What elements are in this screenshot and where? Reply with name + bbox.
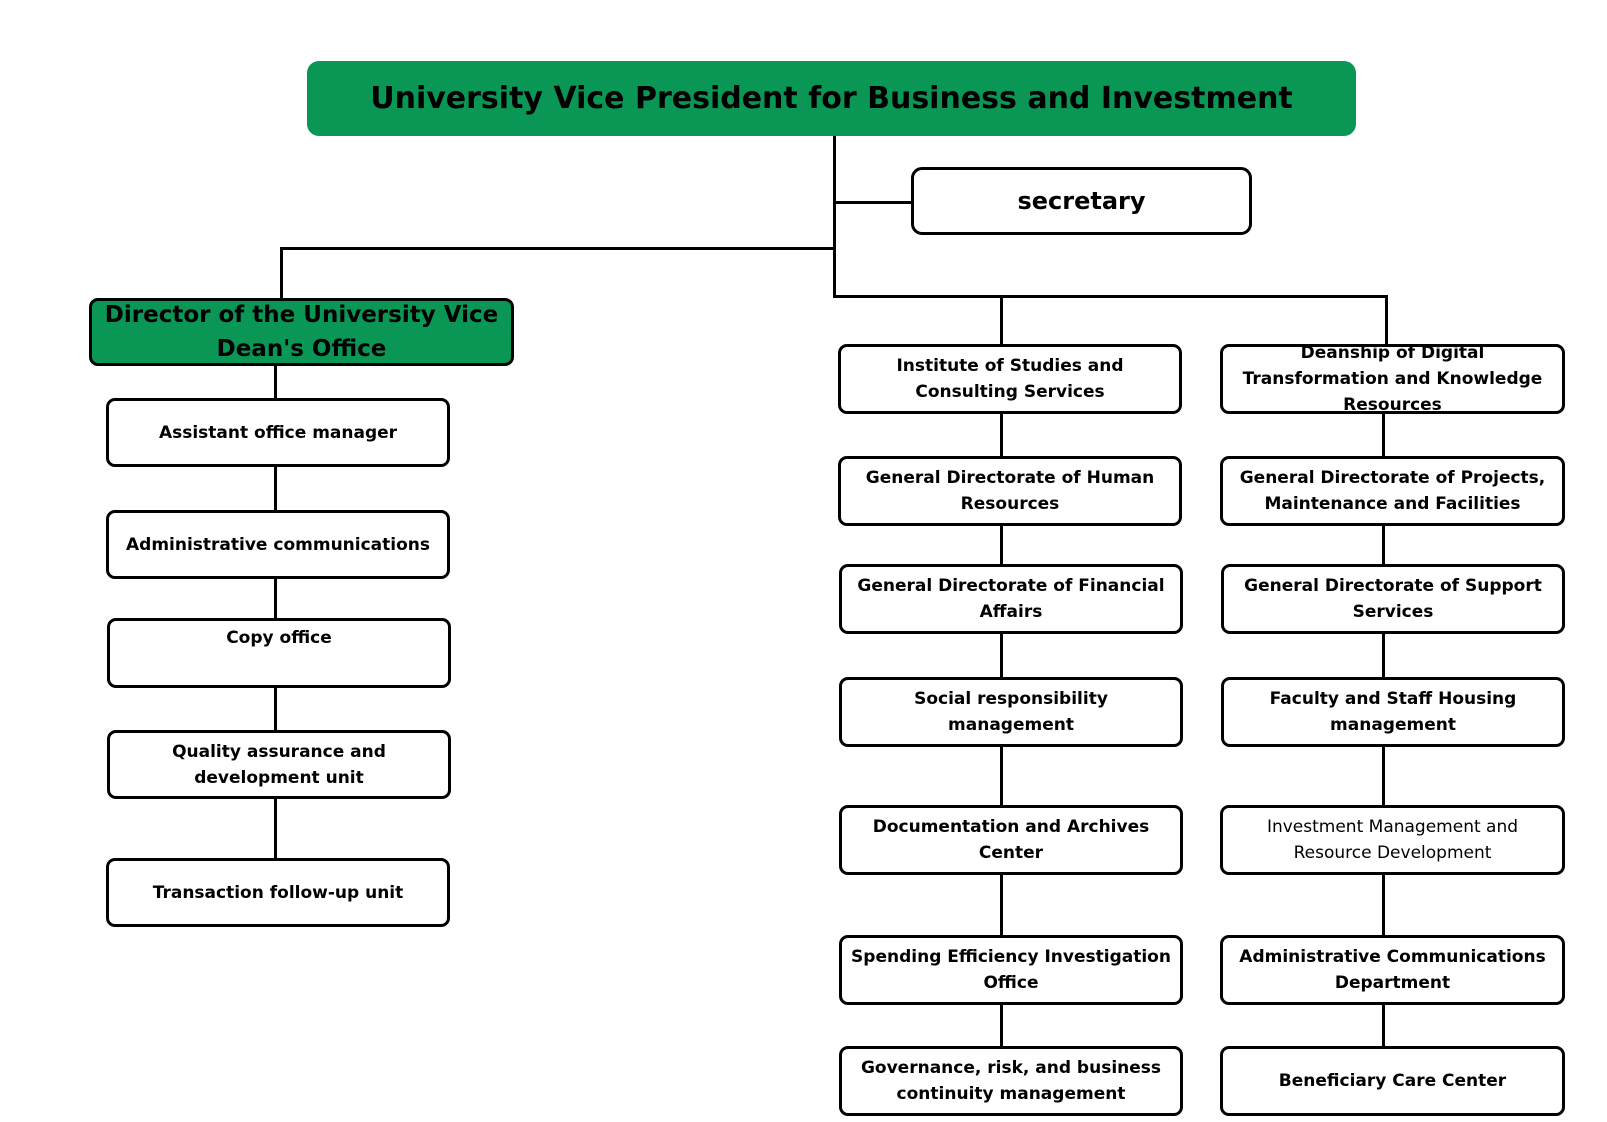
connector-line <box>280 247 283 298</box>
left-unit-box: Administrative communications <box>106 510 450 579</box>
secretary-box: secretary <box>911 167 1252 235</box>
left-unit-box: Quality assurance and development unit <box>107 730 451 799</box>
middle-unit-box: Governance, risk, and business continuit… <box>839 1046 1183 1116</box>
left-unit-box: Transaction follow-up unit <box>106 858 450 927</box>
connector-line <box>833 201 911 204</box>
middle-unit-box: General Directorate of Human Resources <box>838 456 1182 526</box>
middle-unit-box: Institute of Studies and Consulting Serv… <box>838 344 1182 414</box>
right-unit-box: Deanship of Digital Transformation and K… <box>1220 343 1565 415</box>
right-unit-label: Deanship of Digital Transformation and K… <box>1242 343 1543 415</box>
right-unit-box: Beneficiary Care Center <box>1220 1046 1565 1116</box>
left-unit-label: Administrative communications <box>126 534 430 555</box>
left-unit-box: Copy office <box>107 618 451 688</box>
vice-president-title: University Vice President for Business a… <box>370 81 1293 116</box>
middle-unit-label: General Directorate of Financial Affairs <box>857 576 1165 622</box>
director-label: Director of the University Vice Dean's O… <box>104 302 499 362</box>
left-unit-label: Transaction follow-up unit <box>152 882 404 903</box>
right-unit-label: General Directorate of Support Services <box>1244 576 1542 622</box>
director-box: Director of the University Vice Dean's O… <box>89 298 514 366</box>
right-unit-label: Faculty and Staff Housing management <box>1269 689 1517 735</box>
right-unit-box: Faculty and Staff Housing management <box>1221 677 1565 747</box>
middle-unit-label: Governance, risk, and business continuit… <box>860 1058 1162 1104</box>
middle-unit-box: Documentation and Archives Center <box>839 805 1183 875</box>
middle-unit-box: General Directorate of Financial Affairs <box>839 564 1183 634</box>
right-unit-label: Administrative Communications Department <box>1239 947 1546 993</box>
right-unit-box: Investment Management and Resource Devel… <box>1220 805 1565 875</box>
right-unit-box: Administrative Communications Department <box>1220 935 1565 1005</box>
connector-line <box>833 295 1388 298</box>
right-unit-label: Beneficiary Care Center <box>1278 1071 1507 1091</box>
middle-unit-label: Spending Efficiency Investigation Office <box>851 947 1171 993</box>
connector-line <box>1385 295 1388 344</box>
left-unit-box: Assistant office manager <box>106 398 450 467</box>
right-unit-box: General Directorate of Support Services <box>1221 564 1565 634</box>
connector-line <box>1000 295 1003 344</box>
middle-unit-label: Institute of Studies and Consulting Serv… <box>896 356 1124 402</box>
connector-line <box>280 247 836 250</box>
right-unit-label: Investment Management and Resource Devel… <box>1266 817 1519 863</box>
vice-president-title-box: University Vice President for Business a… <box>307 61 1356 136</box>
right-unit-label: General Directorate of Projects, Mainten… <box>1239 468 1546 514</box>
middle-unit-box: Spending Efficiency Investigation Office <box>839 935 1183 1005</box>
left-unit-label: Copy office <box>226 628 332 648</box>
connector-line <box>833 136 836 298</box>
middle-unit-box: Social responsibility management <box>839 677 1183 747</box>
secretary-label: secretary <box>1017 187 1146 215</box>
middle-unit-label: Documentation and Archives Center <box>872 817 1150 863</box>
right-unit-box: General Directorate of Projects, Mainten… <box>1220 456 1565 526</box>
middle-unit-label: Social responsibility management <box>914 689 1108 735</box>
left-unit-label: Assistant office manager <box>158 422 398 443</box>
middle-unit-label: General Directorate of Human Resources <box>865 468 1155 514</box>
left-unit-label: Quality assurance and development unit <box>172 741 386 788</box>
